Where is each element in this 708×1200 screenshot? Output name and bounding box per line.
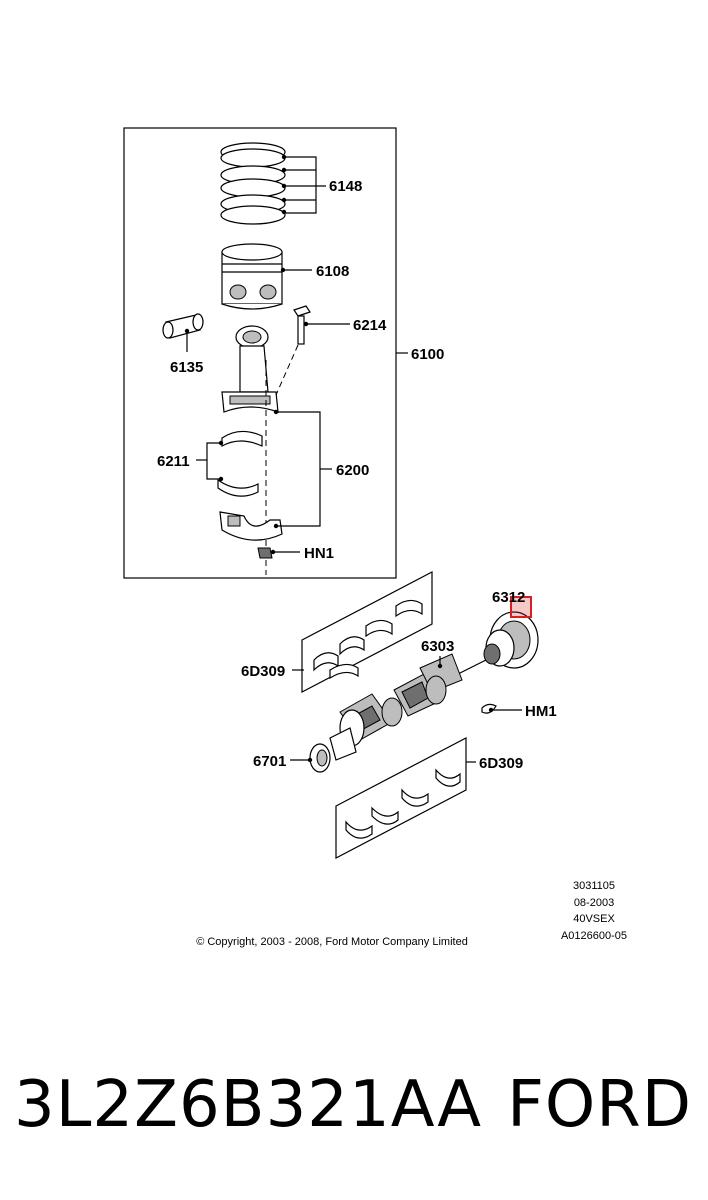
lower-main-bearings[interactable] [345, 768, 461, 839]
piston-rings[interactable] [220, 142, 286, 225]
upper-main-bearings-panel [301, 571, 433, 693]
rear-main-seal[interactable] [309, 743, 331, 773]
rod-leader [273, 409, 332, 529]
callout-HM1: HM1 [525, 703, 557, 720]
damper-highlight [510, 596, 532, 618]
callout-6148: 6148 [329, 178, 362, 195]
piston[interactable] [221, 243, 283, 310]
rod-bearing-lower[interactable] [217, 478, 259, 497]
rings-leader [281, 154, 326, 215]
drawing-date: 08-2003 [574, 897, 614, 909]
callout-6D309-upper: 6D309 [241, 663, 285, 680]
lower-main-bearings-panel [335, 737, 467, 859]
bearing-leader [196, 440, 224, 482]
crankshaft-damper[interactable] [483, 611, 539, 669]
crankshaft-key[interactable] [481, 703, 497, 714]
callout-6108: 6108 [316, 263, 349, 280]
rod-bolt[interactable] [293, 305, 311, 345]
rod-nut[interactable] [257, 547, 273, 559]
exploded-parts-diagram: 6148 6108 6135 6214 6100 [123, 127, 627, 948]
upper-main-bearings[interactable] [313, 599, 423, 680]
callout-6135: 6135 [170, 359, 203, 376]
connecting-rod[interactable] [221, 325, 279, 413]
footer: 3L2Z6B321AA FORD [0, 1060, 708, 1150]
drawing-reference: A0126600-05 [561, 930, 627, 942]
callout-6211: 6211 [157, 453, 190, 470]
part-number: 3L2Z6B321AA [14, 1068, 483, 1142]
crankshaft[interactable] [329, 653, 487, 761]
rod-bearing-upper[interactable] [221, 430, 263, 448]
callout-6312: 6312 [492, 589, 525, 606]
drawing-number: 3031105 [573, 880, 615, 892]
callout-HN1: HN1 [304, 545, 334, 562]
brand-name: FORD [507, 1068, 692, 1142]
copyright-notice: © Copyright, 2003 - 2008, Ford Motor Com… [196, 936, 468, 948]
callout-6100: 6100 [411, 346, 444, 363]
rod-cap[interactable] [219, 511, 283, 541]
callout-6D309-lower: 6D309 [479, 755, 523, 772]
callout-6200: 6200 [336, 462, 369, 479]
callout-6701: 6701 [253, 753, 286, 770]
callout-6214: 6214 [353, 317, 387, 334]
bolt-axis [275, 344, 299, 396]
piston-pin[interactable] [162, 313, 204, 339]
drawing-code: 40VSEX [573, 913, 615, 925]
callout-6303: 6303 [421, 638, 454, 655]
